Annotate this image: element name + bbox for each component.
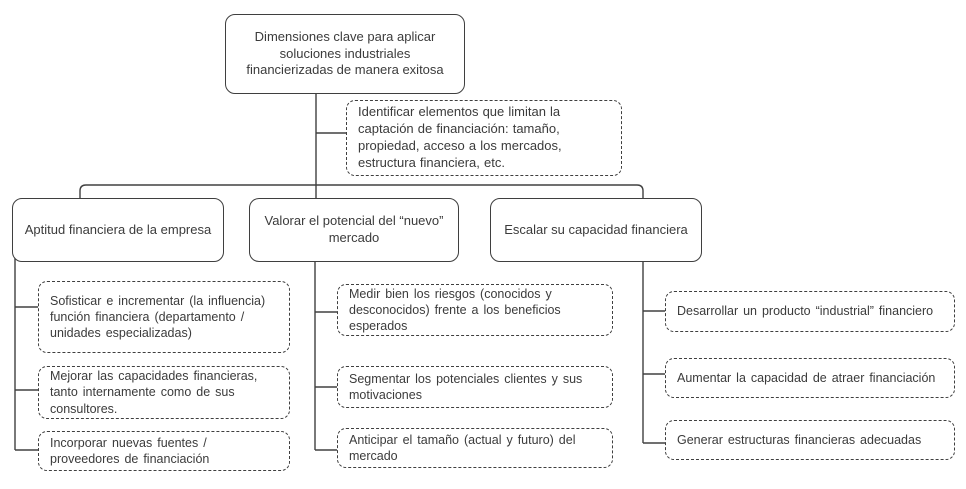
root-node: Dimensiones clave para aplicar solucione…: [225, 14, 465, 94]
leaf-node-sofisticar: Sofisticar e incrementar (la influencia)…: [38, 281, 290, 353]
leaf-node-generar: Generar estructuras financieras adecuada…: [665, 420, 955, 460]
leaf-node-medir: Medir bien los riesgos (conocidos y desc…: [337, 284, 613, 336]
note-node: Identificar elementos que limitan la cap…: [346, 100, 622, 176]
leaf-node-mejorar: Mejorar las capacidades financieras, tan…: [38, 366, 290, 419]
leaf-node-desarrollar: Desarrollar un producto “industrial” fin…: [665, 291, 955, 332]
branch-node-escalar: Escalar su capacidad financiera: [490, 198, 702, 262]
leaf-node-segmentar: Segmentar los potenciales clientes y sus…: [337, 366, 613, 408]
branch-node-valorar: Valorar el potencial del “nuevo” mercado: [249, 198, 459, 262]
leaf-node-anticipar: Anticipar el tamaño (actual y futuro) de…: [337, 428, 613, 468]
leaf-node-aumentar: Aumentar la capacidad de atraer financia…: [665, 358, 955, 398]
connector-branch-rail: [79, 184, 644, 198]
leaf-node-incorporar: Incorporar nuevas fuentes / proveedores …: [38, 431, 290, 471]
branch-node-aptitud: Aptitud financiera de la empresa: [12, 198, 224, 262]
